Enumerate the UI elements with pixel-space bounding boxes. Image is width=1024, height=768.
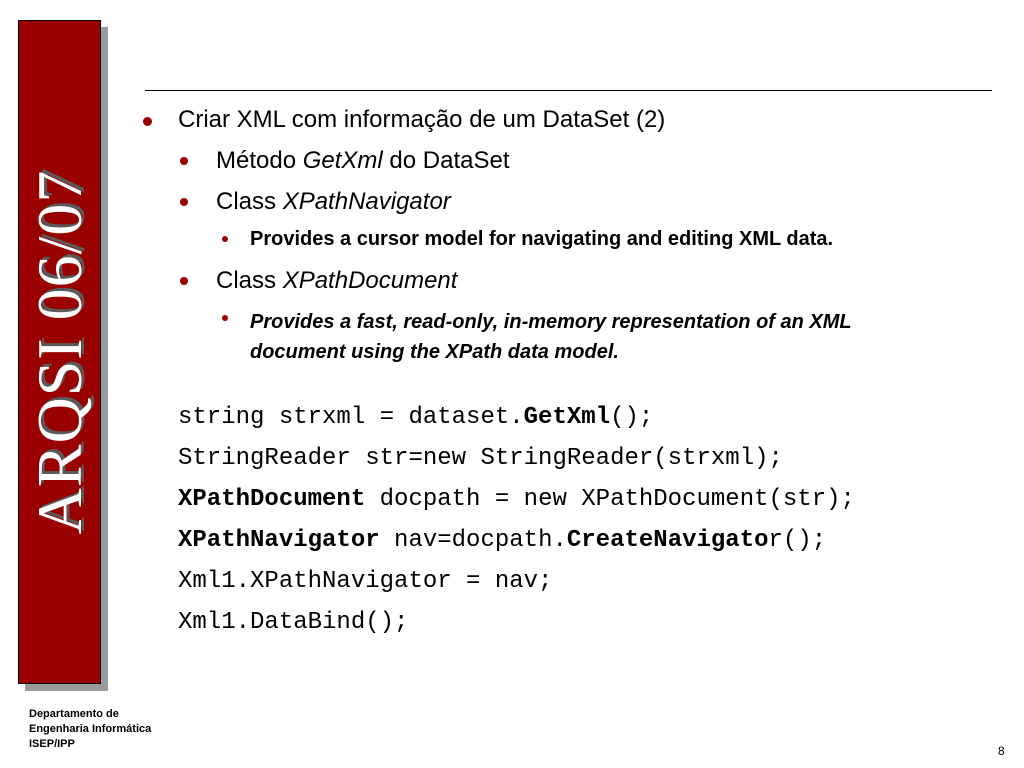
bullet-text: Provides a fast, read-only, in-memory re…	[250, 311, 852, 333]
code-line-4: XPathNavigator nav=docpath.CreateNavigat…	[178, 527, 826, 554]
bullet-item-2: Método GetXml do DataSet	[216, 147, 509, 175]
bullet-dot	[143, 117, 152, 126]
bullet-emphasis: XPathNavigator	[282, 188, 451, 215]
bullet-dot	[222, 236, 228, 242]
bullet-item-3: Class XPathNavigator	[216, 188, 451, 216]
code-line-5: Xml1.XPathNavigator = nav;	[178, 568, 552, 595]
bullet-text: Class	[216, 188, 283, 215]
code-text: Xml1.XPathNavigator = nav;	[178, 568, 553, 595]
footer-line: Engenharia Informática	[29, 723, 152, 735]
bullet-item-3-sub: Provides a cursor model for navigating a…	[250, 228, 833, 251]
code-bold: CreateNavigato	[566, 527, 769, 554]
footer-department: Departamento de Engenharia Informática I…	[29, 707, 151, 752]
code-line-6: Xml1.DataBind();	[178, 609, 408, 636]
code-text: docpath = new XPathDocument(str);	[365, 486, 855, 513]
bullet-text: Class	[216, 267, 283, 294]
code-line-3: XPathDocument docpath = new XPathDocumen…	[178, 486, 855, 513]
bullet-text: Método	[216, 147, 303, 174]
sidebar-title: ARQSI 06/07	[23, 169, 95, 535]
bullet-emphasis: XPathDocument	[282, 267, 458, 294]
bullet-text: do DataSet	[382, 147, 510, 174]
bullet-dot	[180, 157, 188, 165]
bullet-item-4: Class XPathDocument	[216, 267, 457, 295]
code-text: string strxml = dataset.	[178, 404, 524, 431]
page-number: 8	[998, 744, 1005, 758]
code-text: ();	[610, 404, 654, 431]
footer-line: Departamento de	[29, 708, 119, 720]
code-line-2: StringReader str=new StringReader(strxml…	[178, 445, 783, 472]
bullet-dot	[180, 198, 188, 206]
bullet-text: Provides a cursor model for navigating a…	[250, 228, 834, 250]
code-bold: XPathNavigator	[178, 527, 380, 554]
bullet-text: document using the XPath data model.	[250, 341, 619, 363]
title-divider	[145, 90, 992, 91]
code-text: StringReader str=new StringReader(strxml…	[178, 445, 783, 472]
bullet-dot	[222, 315, 228, 321]
code-text: Xml1.DataBind();	[178, 609, 409, 636]
code-line-1: string strxml = dataset.GetXml();	[178, 404, 653, 431]
bullet-dot	[180, 277, 188, 285]
bullet-emphasis: GetXml	[302, 147, 383, 174]
code-bold: XPathDocument	[178, 486, 366, 513]
sidebar-banner: ARQSI 06/07	[18, 20, 101, 684]
code-bold: GetXml	[523, 404, 611, 431]
code-text: nav=docpath.	[379, 527, 567, 554]
code-text: r();	[768, 527, 827, 554]
footer-line: ISEP/IPP	[29, 738, 75, 750]
bullet-item-1: Criar XML com informação de um DataSet (…	[178, 106, 665, 134]
bullet-text: Criar XML com informação de um DataSet (…	[178, 106, 666, 133]
bullet-item-4-sub: Provides a fast, read-only, in-memory re…	[250, 307, 852, 367]
